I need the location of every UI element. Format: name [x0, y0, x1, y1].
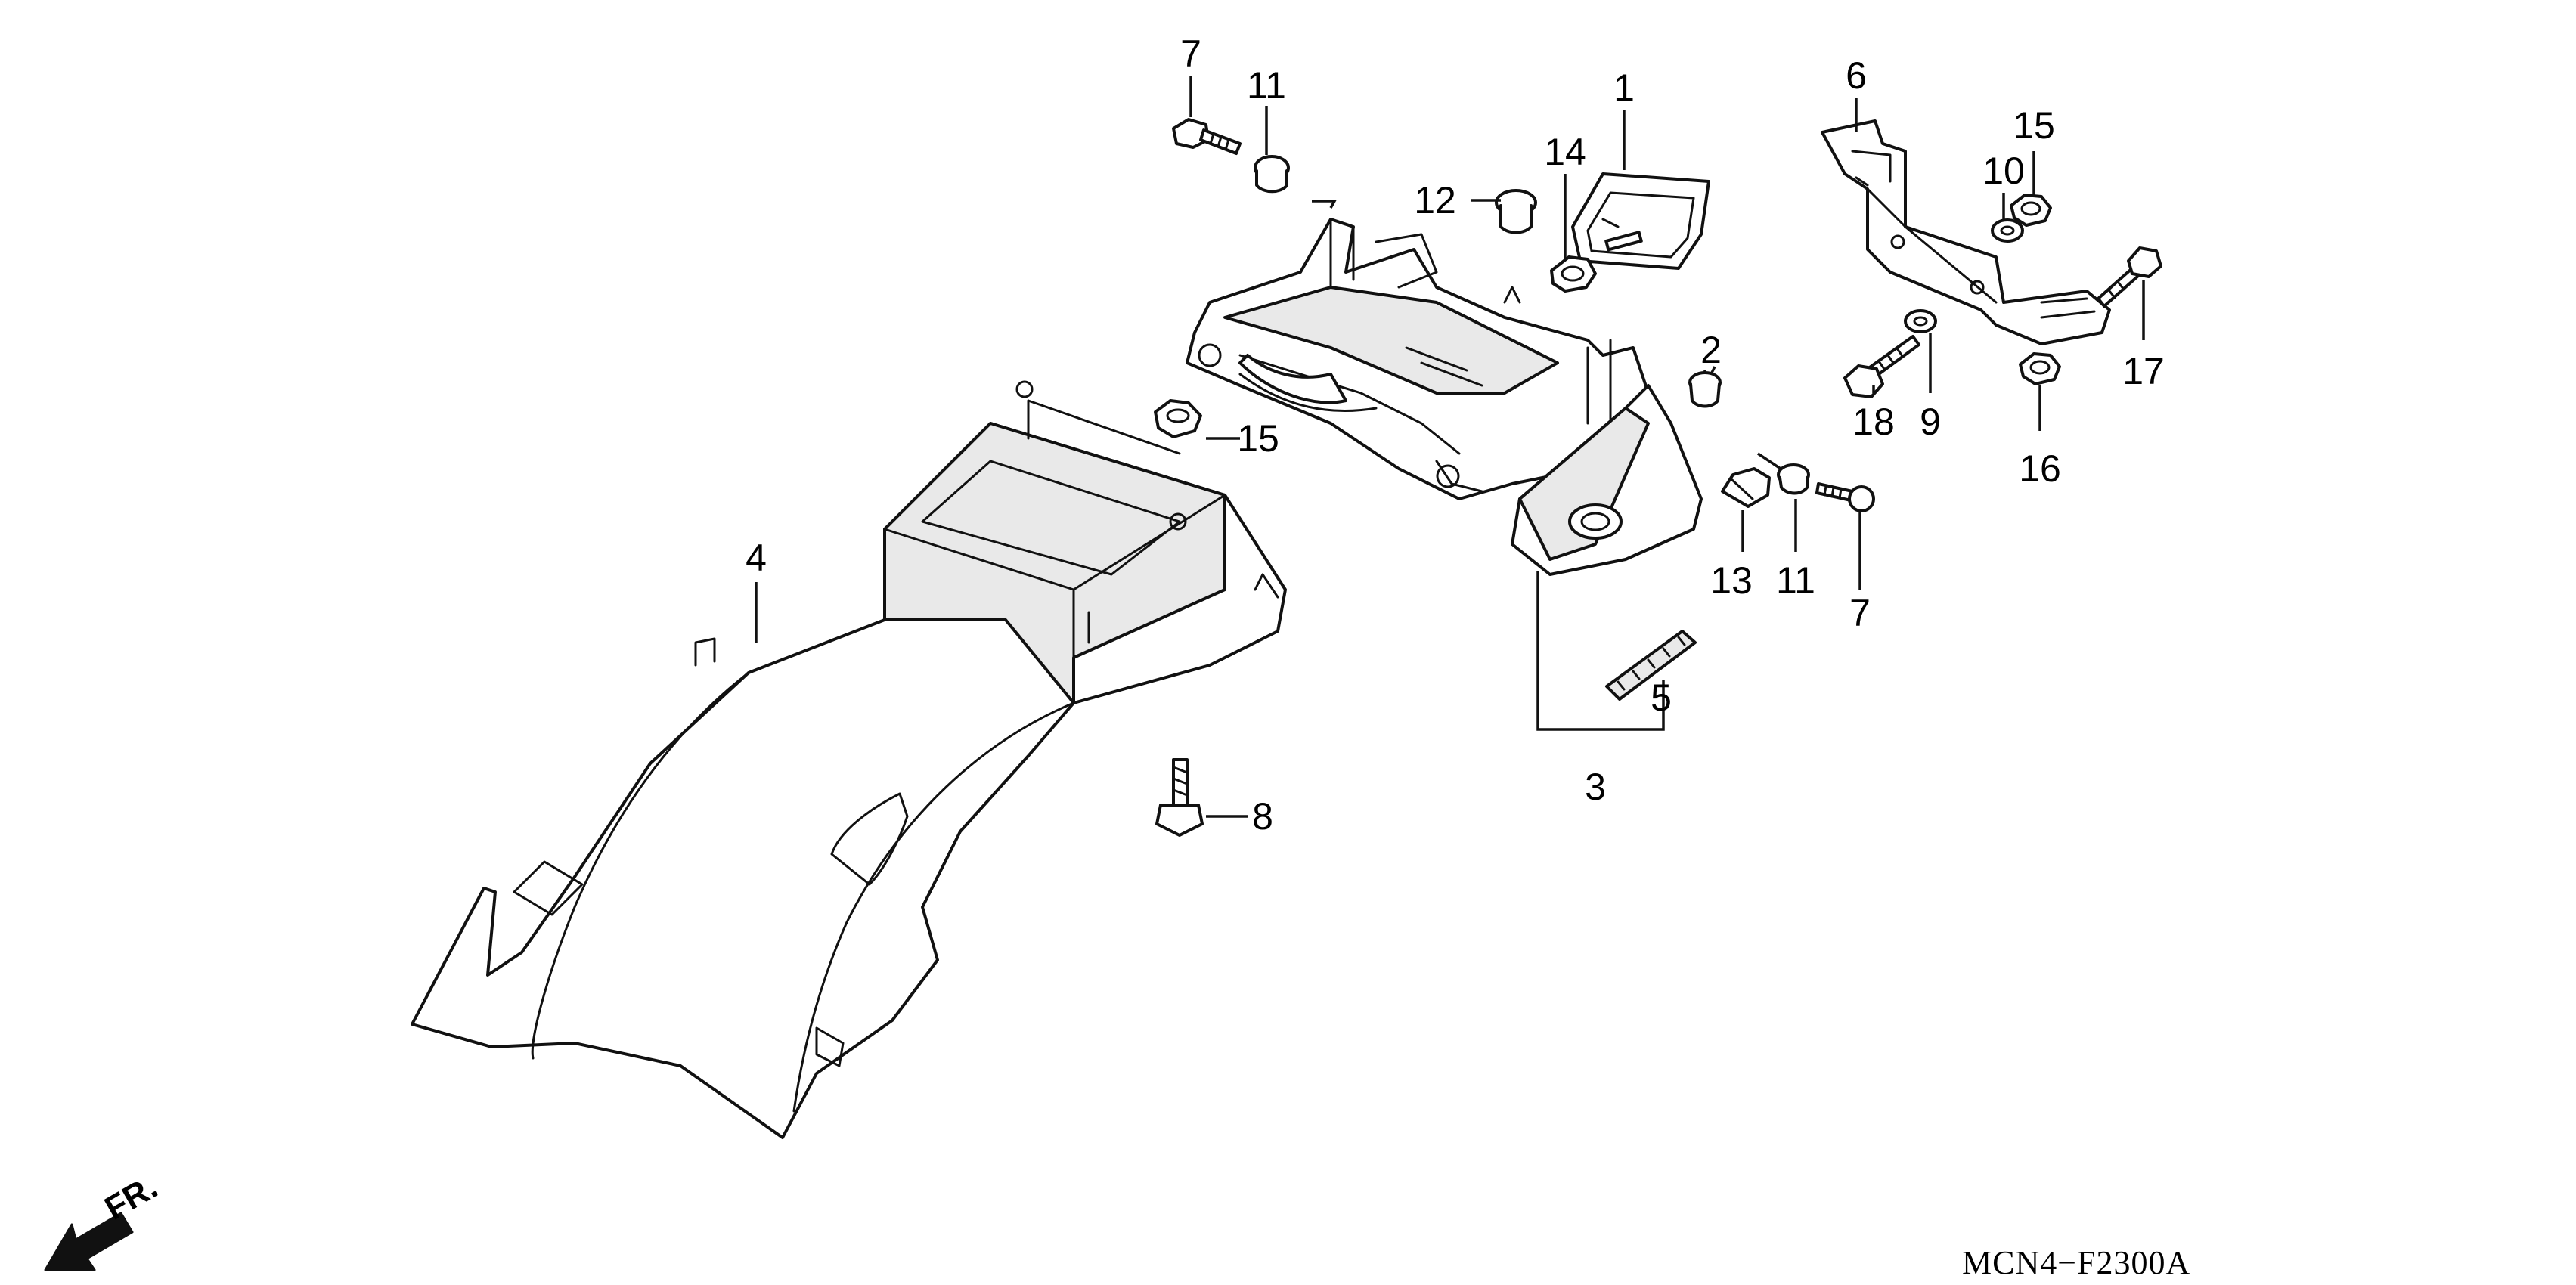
nut-part-15-lower	[1154, 399, 1202, 438]
callout-3: 3	[1585, 766, 1606, 808]
callout-15-upper: 15	[2013, 104, 2055, 147]
grommet-part-2	[1688, 371, 1722, 408]
callout-13: 13	[1710, 559, 1753, 602]
callout-7-lower: 7	[1849, 592, 1871, 634]
diagram-code: MCN4−F2300A	[1962, 1244, 2190, 1281]
callout-1: 1	[1613, 67, 1635, 109]
rubber-strip-part-5	[1605, 630, 1697, 701]
callout-12: 12	[1414, 179, 1456, 221]
callout-2: 2	[1700, 329, 1722, 371]
grommet-part-13	[1721, 467, 1771, 508]
reflector-part-1	[1571, 172, 1710, 270]
license-bracket-part-3	[1186, 218, 1703, 576]
grommet-part-12	[1495, 189, 1537, 234]
callout-4: 4	[746, 537, 767, 579]
callout-17: 17	[2122, 350, 2165, 392]
callout-14: 14	[1544, 131, 1586, 173]
bracket-stay-part-6	[1821, 119, 2111, 345]
screw-part-7-lower	[1815, 482, 1875, 512]
bolt-part-17	[2097, 246, 2162, 308]
callout-7-upper: 7	[1180, 33, 1201, 75]
washer-part-10	[1991, 218, 2024, 243]
callout-11-upper: 11	[1247, 64, 1286, 107]
callout-18: 18	[1852, 401, 1895, 443]
front-direction-arrow: FR.	[44, 1169, 164, 1271]
callout-8: 8	[1252, 795, 1273, 838]
leader-lines	[755, 76, 2145, 818]
bolt-part-7-upper	[1172, 118, 1242, 155]
rear-fender-part-4	[411, 380, 1287, 1139]
callout-labels: 7 11 12 14 1 2 15 4 8 5 3 13 11 7 6 10 1…	[746, 33, 2165, 838]
callout-9: 9	[1920, 401, 1941, 443]
collar-part-11-upper	[1254, 155, 1290, 194]
front-direction-label: FR.	[99, 1169, 164, 1228]
nut-part-15-upper	[2010, 194, 2052, 227]
callout-6: 6	[1846, 54, 1867, 97]
nut-part-16	[2019, 352, 2061, 386]
collar-part-11-lower	[1777, 463, 1810, 495]
callout-15-lower: 15	[1237, 417, 1279, 460]
callout-16: 16	[2019, 447, 2061, 490]
bolt-part-8	[1155, 758, 1204, 837]
callout-11-lower: 11	[1776, 559, 1815, 602]
washer-part-9	[1904, 309, 1937, 333]
callout-5: 5	[1651, 677, 1672, 719]
nut-part-14	[1550, 255, 1597, 293]
callout-10: 10	[1982, 150, 2025, 192]
bolt-part-18	[1843, 335, 1920, 398]
